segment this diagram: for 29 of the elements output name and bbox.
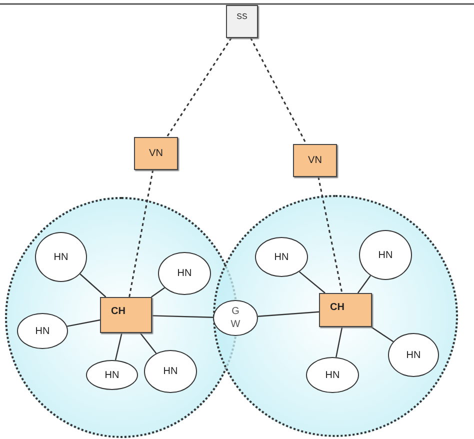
connector-line	[140, 332, 157, 354]
node-box: CH	[319, 293, 372, 327]
node-ellipse: HN	[35, 232, 87, 282]
node-ellipse: HN	[388, 333, 439, 377]
node-box: CH	[100, 297, 152, 333]
connector-line	[66, 319, 100, 327]
node-ellipse: HN	[359, 230, 412, 280]
node-box: SS	[226, 5, 258, 38]
dashed-line	[250, 38, 307, 144]
node-ellipse: HN	[306, 357, 359, 393]
node-ellipse: HN	[144, 350, 197, 393]
node-ellipse: HN	[255, 237, 308, 277]
dashed-line	[166, 38, 232, 138]
connector-line	[114, 332, 122, 360]
connector-line	[151, 287, 165, 298]
connector-line	[299, 271, 326, 294]
node-ellipse: HN	[17, 313, 68, 349]
connector-line	[357, 275, 371, 294]
connector-line	[370, 326, 394, 342]
connector-line	[258, 311, 320, 317]
node-box: VN	[293, 144, 337, 177]
connector-line	[336, 326, 343, 358]
connector-line	[152, 315, 214, 318]
dashed-line	[318, 176, 343, 294]
node-ellipse: HN	[86, 360, 138, 390]
node-box: VN	[134, 137, 178, 170]
connector-line	[80, 274, 106, 298]
dashed-line	[128, 170, 154, 298]
node-ellipse: HN	[158, 252, 211, 295]
